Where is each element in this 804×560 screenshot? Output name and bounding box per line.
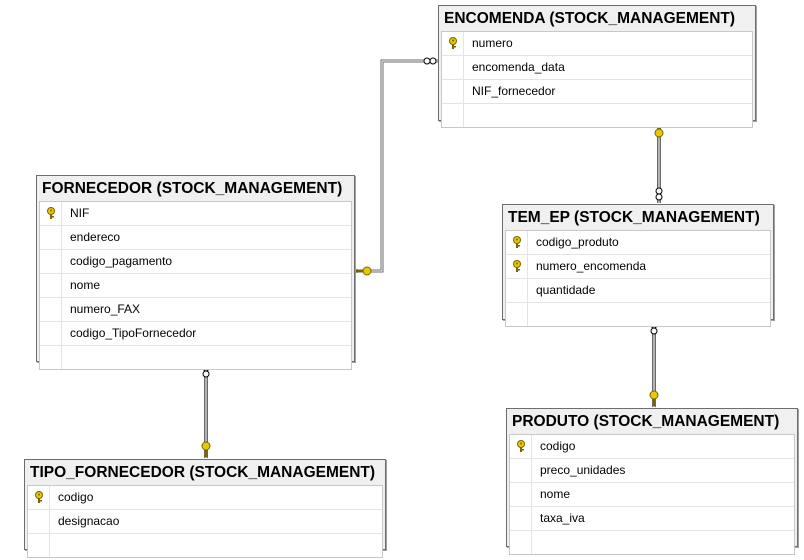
table-tem_ep[interactable]: TEM_EP (STOCK_MANAGEMENT) codigo_produto…: [502, 204, 774, 327]
primary-key-icon: [35, 491, 43, 503]
one-end-key-icon: [356, 266, 372, 276]
column-name: codigo: [58, 490, 94, 504]
column-row[interactable]: NIF_fornecedor: [442, 80, 752, 104]
column-row[interactable]: nome: [40, 274, 351, 298]
table-title[interactable]: TIPO_FORNECEDOR (STOCK_MANAGEMENT): [30, 464, 376, 481]
column-row[interactable]: preco_unidades: [510, 459, 794, 483]
column-name: codigo: [540, 439, 576, 453]
column-name: endereco: [70, 230, 121, 244]
column-name: codigo_TipoFornecedor: [70, 326, 197, 340]
primary-key-icon: [47, 207, 55, 219]
new-column-row[interactable]: [40, 346, 351, 369]
column-name: preco_unidades: [540, 463, 626, 477]
primary-key-icon: [517, 440, 525, 452]
column-name: quantidade: [536, 283, 596, 297]
column-row[interactable]: numero_FAX: [40, 298, 351, 322]
one-end-key-icon: [649, 390, 659, 406]
column-row[interactable]: codigo: [510, 435, 794, 459]
column-row[interactable]: quantidade: [506, 279, 770, 303]
column-list: numero encomenda_data NIF_fornecedor: [441, 31, 753, 128]
table-fornecedor[interactable]: FORNECEDOR (STOCK_MANAGEMENT) NIF endere…: [36, 175, 355, 370]
column-list: codigo designacao: [27, 485, 383, 558]
table-encomenda[interactable]: ENCOMENDA (STOCK_MANAGEMENT) numero enco…: [438, 5, 756, 128]
column-name: designacao: [58, 514, 120, 528]
column-row[interactable]: codigo: [28, 486, 382, 510]
column-row[interactable]: nome: [510, 483, 794, 507]
column-row[interactable]: taxa_iva: [510, 507, 794, 531]
column-row[interactable]: encomenda_data: [442, 56, 752, 80]
column-list: codigo_produto numero_encomenda quantida…: [505, 230, 771, 327]
column-row[interactable]: numero: [442, 32, 752, 56]
column-row[interactable]: codigo_produto: [506, 231, 770, 255]
column-name: numero_FAX: [70, 302, 141, 316]
many-end-infinity-icon: [423, 57, 437, 65]
table-title[interactable]: FORNECEDOR (STOCK_MANAGEMENT): [42, 180, 343, 197]
column-name: numero: [472, 36, 513, 50]
column-name: nome: [70, 278, 101, 292]
table-title[interactable]: PRODUTO (STOCK_MANAGEMENT): [512, 413, 780, 430]
new-column-row[interactable]: [506, 303, 770, 326]
primary-key-icon: [513, 236, 521, 248]
relationship-fornecedor-tipo_fornecedor[interactable]: [201, 362, 211, 458]
column-name: NIF_fornecedor: [472, 84, 556, 98]
relationship-encomenda-fornecedor[interactable]: [355, 57, 438, 276]
relationship-tem_ep-produto[interactable]: [649, 320, 659, 407]
column-name: nome: [540, 487, 571, 501]
column-name: numero_encomenda: [536, 259, 647, 273]
column-name: encomenda_data: [472, 60, 565, 74]
new-column-row[interactable]: [442, 104, 752, 127]
column-row[interactable]: endereco: [40, 226, 351, 250]
table-tipo_fornecedor[interactable]: TIPO_FORNECEDOR (STOCK_MANAGEMENT) codig…: [24, 459, 386, 558]
primary-key-icon: [449, 37, 457, 49]
new-column-row[interactable]: [28, 534, 382, 557]
relationship-tem_ep-encomenda[interactable]: [654, 121, 664, 203]
new-column-row[interactable]: [510, 531, 794, 554]
column-row[interactable]: numero_encomenda: [506, 255, 770, 279]
column-list: codigo preco_unidades nome taxa_iva: [509, 434, 795, 555]
column-name: codigo_pagamento: [70, 254, 173, 268]
column-row[interactable]: designacao: [28, 510, 382, 534]
column-name: codigo_produto: [536, 235, 619, 249]
column-name: NIF: [70, 206, 90, 220]
one-end-key-icon: [201, 441, 211, 457]
column-row[interactable]: NIF: [40, 202, 351, 226]
many-end-infinity-icon: [655, 187, 663, 201]
column-row[interactable]: codigo_TipoFornecedor: [40, 322, 351, 346]
column-name: taxa_iva: [540, 511, 585, 525]
primary-key-icon: [513, 260, 521, 272]
column-list: NIF endereco codigo_pagamento nome numer…: [39, 201, 352, 370]
table-title[interactable]: ENCOMENDA (STOCK_MANAGEMENT): [444, 10, 736, 27]
table-produto[interactable]: PRODUTO (STOCK_MANAGEMENT) codigo preco_…: [506, 408, 798, 555]
column-row[interactable]: codigo_pagamento: [40, 250, 351, 274]
table-title[interactable]: TEM_EP (STOCK_MANAGEMENT): [508, 209, 760, 226]
